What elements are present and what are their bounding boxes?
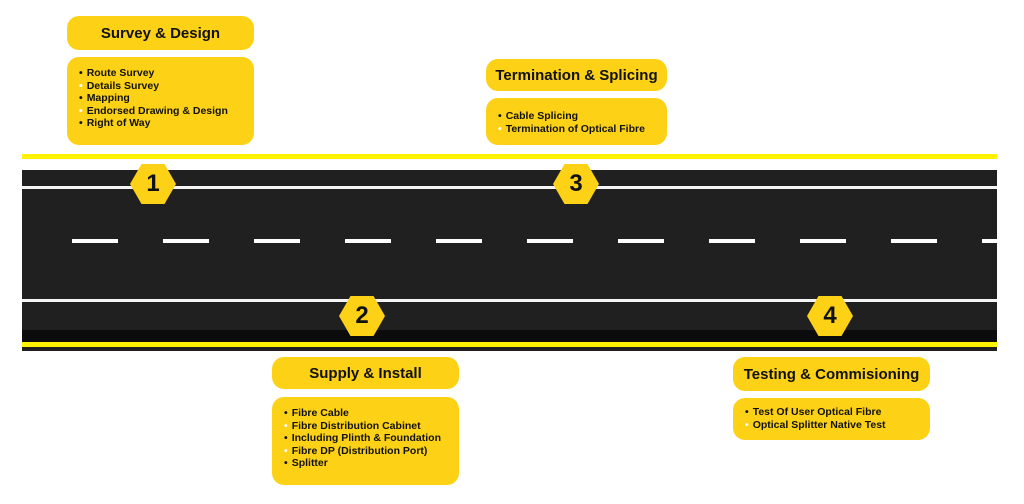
list-item: Mapping xyxy=(79,92,254,105)
step-4-badge: 4 xyxy=(807,296,853,336)
list-item: Fibre Cable xyxy=(284,407,459,420)
lane-dash xyxy=(982,239,997,243)
list-item: Details Survey xyxy=(79,80,254,93)
step-4-list: Test Of User Optical Fibre Optical Split… xyxy=(733,398,930,440)
list-item: Optical Splitter Native Test xyxy=(745,419,930,432)
road-shoulder xyxy=(22,330,997,343)
list-item: Fibre Distribution Cabinet xyxy=(284,420,459,433)
step-2-title: Supply & Install xyxy=(272,357,459,389)
lane-dash xyxy=(163,239,209,243)
step-2-list: Fibre Cable Fibre Distribution Cabinet I… xyxy=(272,397,459,485)
road-edge-line-top xyxy=(22,186,997,189)
list-item: Route Survey xyxy=(79,67,254,80)
lane-dash xyxy=(72,239,118,243)
top-yellow-line xyxy=(22,154,997,159)
lane-dash xyxy=(254,239,300,243)
list-item: Fibre DP (Distribution Port) xyxy=(284,445,459,458)
list-item: Splitter xyxy=(284,457,459,470)
step-1-title: Survey & Design xyxy=(67,16,254,50)
step-1-list: Route Survey Details Survey Mapping Endo… xyxy=(67,57,254,145)
list-item: Termination of Optical Fibre xyxy=(498,123,667,136)
lane-dash xyxy=(436,239,482,243)
list-item: Test Of User Optical Fibre xyxy=(745,406,930,419)
lane-dash xyxy=(618,239,664,243)
step-4-title: Testing & Commisioning xyxy=(733,357,930,391)
lane-dash xyxy=(709,239,755,243)
bottom-yellow-line xyxy=(22,342,997,347)
list-item: Right of Way xyxy=(79,117,254,130)
lane-dash xyxy=(345,239,391,243)
lane-dash xyxy=(527,239,573,243)
lane-dash xyxy=(800,239,846,243)
road-edge-line-bottom xyxy=(22,299,997,302)
list-item: Endorsed Drawing & Design xyxy=(79,105,254,118)
lane-dash xyxy=(891,239,937,243)
step-3-title: Termination & Splicing xyxy=(486,59,667,91)
list-item: Cable Splicing xyxy=(498,110,667,123)
list-item: Including Plinth & Foundation xyxy=(284,432,459,445)
step-3-list: Cable Splicing Termination of Optical Fi… xyxy=(486,98,667,145)
step-3-badge: 3 xyxy=(553,164,599,204)
step-1-badge: 1 xyxy=(130,164,176,204)
